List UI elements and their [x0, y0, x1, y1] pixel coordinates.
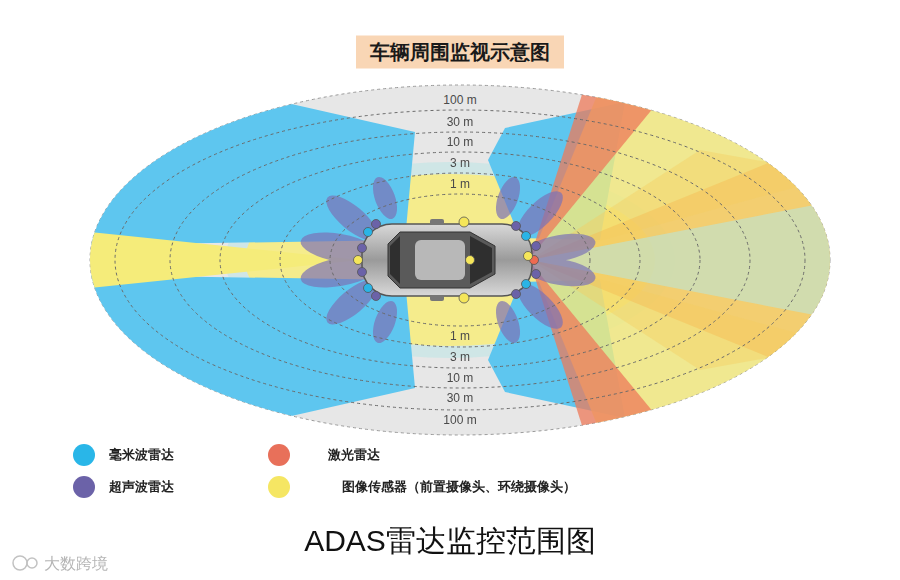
- car: [362, 219, 532, 301]
- range-label: 30 m: [447, 115, 474, 129]
- legend-item: 图像传感器（前置摄像头、环绕摄像头）: [268, 476, 576, 498]
- legend-item: 毫米波雷达: [73, 444, 174, 466]
- legend-swatch: [268, 476, 290, 498]
- legend-item: 激光雷达: [268, 444, 380, 466]
- ultrasonic-lobes: [298, 174, 598, 346]
- legend-item: 超声波雷达: [73, 476, 174, 498]
- legend-text: 激光雷达: [328, 446, 380, 464]
- legend-text: 图像传感器（前置摄像头、环绕摄像头）: [342, 478, 576, 496]
- range-label: 1 m: [450, 177, 470, 191]
- range-label: 30 m: [447, 391, 474, 405]
- range-label: 10 m: [447, 371, 474, 385]
- legend-swatch: [268, 444, 290, 466]
- legend-swatch: [73, 476, 95, 498]
- legend-text: 超声波雷达: [109, 478, 174, 496]
- range-label: 3 m: [450, 156, 470, 170]
- legend-text: 毫米波雷达: [109, 446, 174, 464]
- range-label: 100 m: [443, 413, 476, 427]
- watermark: 大数跨境: [44, 554, 108, 575]
- range-rings: [115, 110, 805, 410]
- sensor-dots: [354, 217, 541, 303]
- legend-swatch: [73, 444, 95, 466]
- range-label: 100 m: [443, 93, 476, 107]
- range-label: 3 m: [450, 350, 470, 364]
- range-label: 1 m: [450, 329, 470, 343]
- sensor-zones: [90, 85, 840, 435]
- range-label: 10 m: [447, 135, 474, 149]
- watermark-logo: [13, 556, 37, 570]
- diagram-caption: ADAS雷达监控范围图: [304, 521, 596, 562]
- diagram-title: 车辆周围监视示意图: [356, 36, 564, 69]
